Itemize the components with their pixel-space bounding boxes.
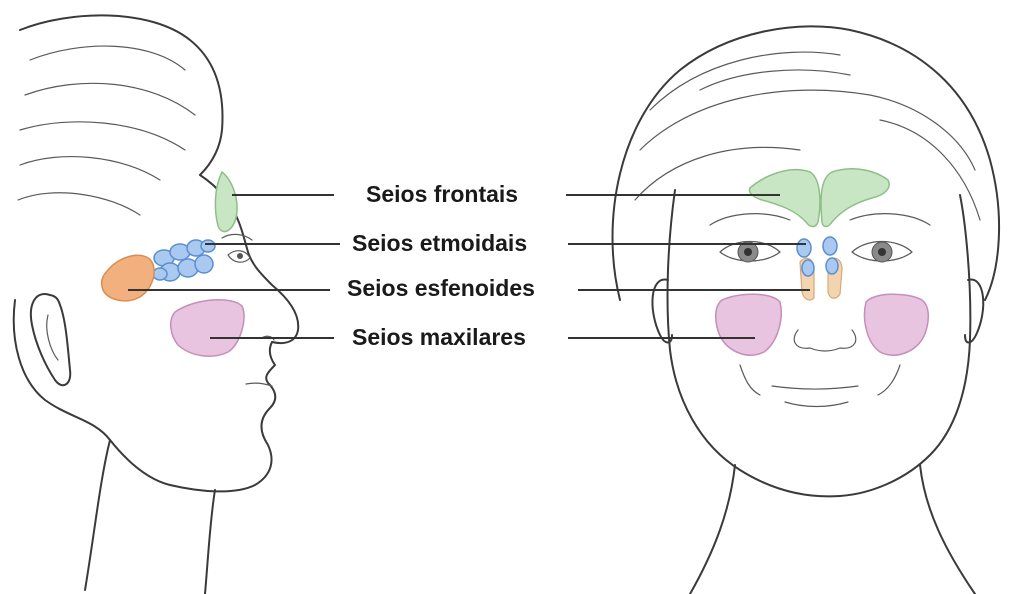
profile-back-of-head xyxy=(12,299,111,441)
label-sphenoid-sinuses: Seios esfenoides xyxy=(347,275,535,301)
label-maxillary-sinuses: Seios maxilares xyxy=(352,324,526,350)
profile-mouth xyxy=(245,382,273,387)
front-pupil-left xyxy=(744,248,752,256)
profile-neck-front xyxy=(204,489,216,594)
label-frontal-sinuses: Seios frontais xyxy=(366,181,519,207)
profile-sphenoid-sinus xyxy=(100,254,155,302)
front-mouth xyxy=(771,385,859,390)
front-hair-outline xyxy=(611,25,1001,301)
profile-head xyxy=(12,14,300,594)
profile-brow xyxy=(221,233,253,241)
front-maxillary-sinus-left xyxy=(715,293,782,356)
frontal-head xyxy=(611,25,1001,594)
front-brow-left xyxy=(709,213,791,226)
front-nose xyxy=(793,329,857,352)
profile-ear-inner xyxy=(46,314,59,361)
label-ethmoid-sinuses: Seios etmoidais xyxy=(352,230,528,256)
profile-ethmoid-sinus xyxy=(152,239,216,282)
front-ear-right xyxy=(964,278,985,344)
profile-neck xyxy=(84,439,111,591)
profile-maxillary-sinus xyxy=(170,299,245,357)
profile-ear xyxy=(30,293,72,387)
front-brow-right xyxy=(849,213,931,226)
front-lower-lip xyxy=(784,401,849,408)
front-neck-right xyxy=(919,464,976,594)
front-eye-right xyxy=(851,241,913,262)
front-face-outline xyxy=(666,189,972,498)
profile-pupil xyxy=(237,253,243,259)
profile-face-outline xyxy=(169,174,300,493)
leader-lines xyxy=(128,194,810,339)
front-ear-left xyxy=(651,278,673,344)
front-pupil-right xyxy=(878,248,886,256)
front-ethmoid-sinus xyxy=(796,236,839,277)
profile-hair-strands xyxy=(17,45,196,216)
profile-jaw xyxy=(109,439,171,486)
profile-eye xyxy=(227,250,251,263)
front-neck-left xyxy=(689,464,736,594)
front-maxillary-sinus-right xyxy=(863,293,929,356)
front-hair-strands xyxy=(634,51,981,221)
profile-hair-outline xyxy=(19,14,224,176)
front-cheek-left xyxy=(739,364,761,396)
front-frontal-sinus xyxy=(748,168,890,228)
profile-frontal-sinus xyxy=(214,170,238,233)
front-cheek-right xyxy=(877,364,901,396)
